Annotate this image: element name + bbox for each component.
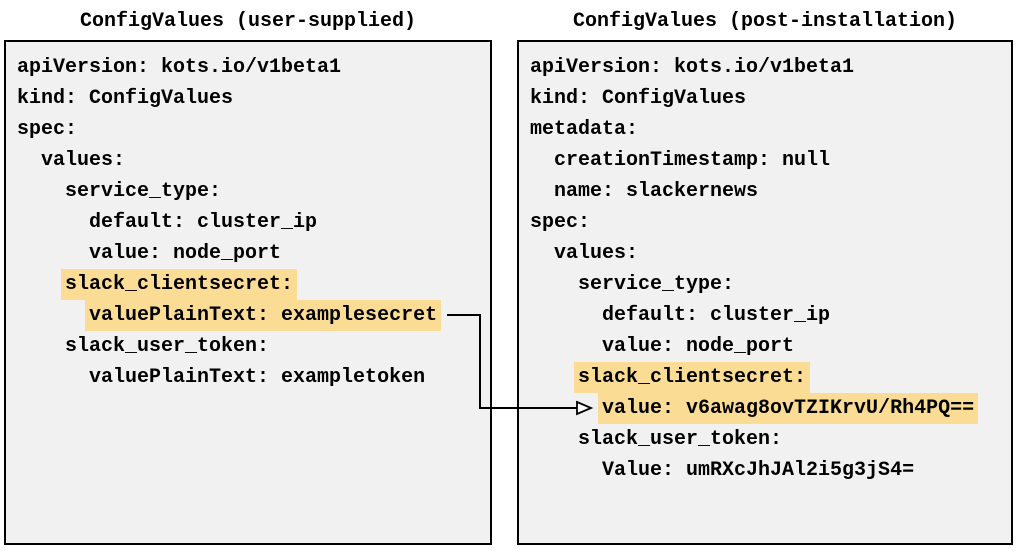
yaml-text: value: node_port [89, 242, 282, 265]
yaml-line: slack_clientsecret: [17, 269, 490, 300]
yaml-line: apiVersion: kots.io/v1beta1 [17, 52, 490, 83]
yaml-line: name: slackernews [530, 176, 1011, 207]
yaml-text: default: cluster_ip [89, 211, 318, 234]
highlighted-yaml-text: valuePlainText: examplesecret [85, 300, 442, 331]
yaml-line: spec: [17, 114, 490, 145]
yaml-line: service_type: [17, 176, 490, 207]
yaml-text: valuePlainText: exampletoken [89, 366, 426, 389]
yaml-line: slack_clientsecret: [530, 362, 1011, 393]
yaml-line: values: [530, 238, 1011, 269]
yaml-line: default: cluster_ip [530, 300, 1011, 331]
yaml-line: valuePlainText: exampletoken [17, 362, 490, 393]
right-panel-title: ConfigValues (post-installation) [572, 10, 958, 33]
yaml-line: spec: [530, 207, 1011, 238]
yaml-text: spec: [530, 211, 591, 234]
user-supplied-yaml-code: apiVersion: kots.io/v1beta1 kind: ConfigV… [6, 42, 490, 393]
yaml-line: default: cluster_ip [17, 207, 490, 238]
yaml-text: slack_user_token: [578, 428, 783, 451]
user-supplied-config-panel: apiVersion: kots.io/v1beta1 kind: ConfigV… [4, 40, 492, 545]
yaml-text: service_type: [65, 180, 222, 203]
yaml-text: apiVersion: kots.io/v1beta1 [17, 56, 342, 79]
yaml-text: values: [41, 149, 126, 172]
yaml-text: Value: umRXcJhJAl2i5g3jS4= [602, 459, 915, 482]
yaml-line: value: node_port [530, 331, 1011, 362]
yaml-text: spec: [17, 118, 78, 141]
highlighted-yaml-text: slack_clientsecret: [61, 269, 298, 300]
yaml-line: values: [17, 145, 490, 176]
yaml-text: metadata: [530, 118, 639, 141]
left-panel-title: ConfigValues (user-supplied) [79, 10, 417, 33]
yaml-text: kind: ConfigValues [17, 87, 234, 110]
post-installation-yaml-code: apiVersion: kots.io/v1beta1 kind: ConfigV… [519, 42, 1011, 486]
yaml-line: valuePlainText: examplesecret [17, 300, 490, 331]
yaml-text: creationTimestamp: null [554, 149, 831, 172]
yaml-text: slack_user_token: [65, 335, 270, 358]
yaml-line: slack_user_token: [17, 331, 490, 362]
yaml-line: value: v6awag8ovTZIKrvU/Rh4PQ== [530, 393, 1011, 424]
yaml-line: creationTimestamp: null [530, 145, 1011, 176]
yaml-line: kind: ConfigValues [530, 83, 1011, 114]
yaml-text: values: [554, 242, 639, 265]
yaml-text: default: cluster_ip [602, 304, 831, 327]
yaml-text: service_type: [578, 273, 735, 296]
yaml-line: slack_user_token: [530, 424, 1011, 455]
yaml-text: kind: ConfigValues [530, 87, 747, 110]
yaml-line: metadata: [530, 114, 1011, 145]
yaml-text: value: node_port [602, 335, 795, 358]
yaml-text: name: slackernews [554, 180, 759, 203]
yaml-line: apiVersion: kots.io/v1beta1 [530, 52, 1011, 83]
yaml-line: value: node_port [17, 238, 490, 269]
highlighted-yaml-text: value: v6awag8ovTZIKrvU/Rh4PQ== [598, 393, 979, 424]
yaml-text: apiVersion: kots.io/v1beta1 [530, 56, 855, 79]
yaml-line: kind: ConfigValues [17, 83, 490, 114]
highlighted-yaml-text: slack_clientsecret: [574, 362, 811, 393]
post-installation-config-panel: apiVersion: kots.io/v1beta1 kind: ConfigV… [517, 40, 1013, 545]
yaml-line: Value: umRXcJhJAl2i5g3jS4= [530, 455, 1011, 486]
yaml-line: service_type: [530, 269, 1011, 300]
